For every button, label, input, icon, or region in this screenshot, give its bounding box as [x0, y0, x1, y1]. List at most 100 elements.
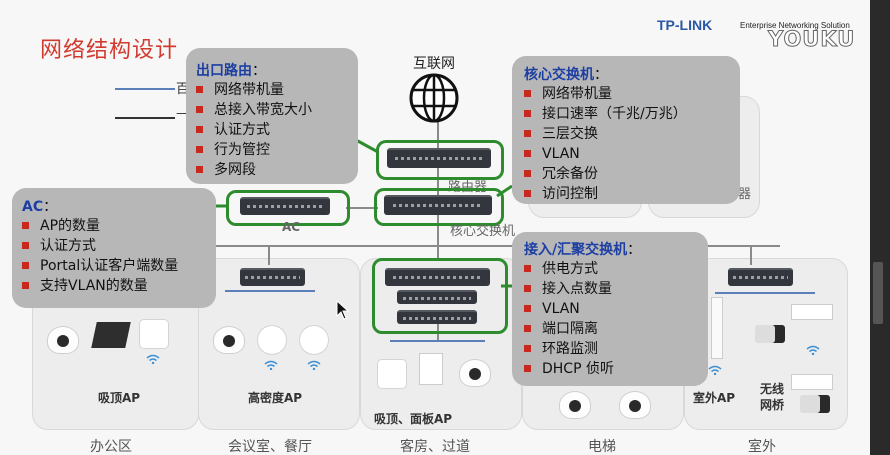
callout-router-list: 网络带机量 总接入带宽大小 认证方式 行为管控 多网段 — [196, 80, 358, 180]
bridge-1-icon — [792, 305, 832, 319]
list-item: 接口速率（千兆/万兆） — [524, 104, 740, 124]
internet-label: 互联网 — [413, 56, 455, 72]
meeting-blue-bus — [225, 290, 315, 292]
list-item: AP的数量 — [22, 216, 216, 236]
outdoor-camera-1-icon — [755, 325, 785, 343]
callout-ac-list: AP的数量 认证方式 Portal认证客户端数量 支持VLAN的数量 — [22, 216, 216, 296]
right-top-device-label: 器 — [738, 187, 752, 202]
zone-label-office: 办公区 — [90, 439, 132, 455]
outdoor-blue-bus — [715, 292, 815, 294]
meeting-ap-2-icon — [300, 326, 328, 354]
access-switch-1 — [385, 268, 490, 286]
legend-text-2: — — [176, 106, 189, 121]
list-item: 冗余备份 — [524, 164, 740, 184]
access-switch-3 — [397, 310, 477, 324]
list-item: 环路监测 — [524, 339, 708, 359]
callout-ac-heading: AC — [22, 199, 44, 215]
list-item: 三层交换 — [524, 124, 740, 144]
guest-blue-bus — [390, 340, 485, 342]
ac-highlight — [226, 190, 350, 226]
distribution-horizontal-link — [90, 245, 780, 247]
zone-label-elevator: 电梯 — [588, 439, 616, 455]
ac-label: AC — [282, 220, 301, 234]
zone-label-meeting: 会议室、餐厅 — [228, 439, 312, 455]
callout-core: 核心交换机： 网络带机量 接口速率（千兆/万兆） 三层交换 VLAN 冗余备份 … — [512, 56, 740, 204]
player-side-panel — [870, 0, 890, 455]
list-item: 端口隔离 — [524, 319, 708, 339]
outdoor-switch — [728, 268, 793, 286]
meeting-camera-icon — [214, 327, 244, 353]
list-item: 供电方式 — [524, 259, 708, 279]
outdoor-drop — [750, 245, 752, 265]
legend-text-1: 百 — [176, 82, 190, 97]
connector-router — [355, 138, 379, 154]
list-item: 行为管控 — [196, 140, 358, 160]
router-highlight — [376, 140, 504, 180]
callout-router: 出口路由： 网络带机量 总接入带宽大小 认证方式 行为管控 多网段 — [186, 48, 358, 184]
core-switch-label: 核心交换机 — [450, 224, 516, 239]
callout-router-heading: 出口路由 — [196, 63, 252, 79]
access-switch-2 — [397, 290, 477, 304]
list-item: 网络带机量 — [524, 84, 740, 104]
legend-line-blue — [115, 88, 175, 90]
brand-subtitle: Enterprise Networking Solution — [740, 21, 850, 30]
callout-access: 接入/汇聚交换机： 供电方式 接入点数量 VLAN 端口隔离 环路监测 DHCP… — [512, 232, 708, 386]
slide: 网络结构设计 TP-LINK Enterprise Networking Sol… — [0, 0, 870, 455]
office-camera-icon — [48, 327, 78, 353]
list-item: VLAN — [524, 299, 708, 319]
guest-panel-ap-icon — [420, 354, 442, 384]
router-device — [387, 148, 491, 168]
list-item: 接入点数量 — [524, 279, 708, 299]
callout-core-heading: 核心交换机 — [524, 67, 594, 83]
brand-logo: TP-LINK — [657, 17, 713, 33]
outdoor-ap-icon — [712, 298, 722, 358]
callout-router-colon: ： — [252, 63, 266, 79]
core-switch-device — [384, 195, 492, 215]
list-item: 网络带机量 — [196, 80, 358, 100]
zone-label-outdoor: 室外 — [748, 439, 776, 455]
bridge-label-1: 无线 — [760, 382, 785, 396]
outdoor-ap-label: 室外AP — [693, 391, 736, 405]
ac-device — [240, 197, 330, 215]
elevator-camera-2-icon — [620, 392, 650, 418]
meeting-ap-label: 高密度AP — [248, 391, 303, 405]
guest-ap-label: 吸顶、面板AP — [374, 412, 453, 426]
meeting-ap-1-icon — [258, 326, 286, 354]
callout-access-heading: 接入/汇聚交换机 — [524, 242, 628, 258]
scrollbar-thumb[interactable] — [873, 262, 883, 324]
list-item: 认证方式 — [196, 120, 358, 140]
wifi-icon — [708, 365, 722, 375]
bridge-2-icon — [792, 375, 832, 389]
list-item: DHCP 侦听 — [524, 359, 708, 379]
page-title: 网络结构设计 — [40, 38, 179, 63]
callout-access-colon: ： — [627, 242, 642, 258]
guest-camera-icon — [460, 360, 490, 386]
office-ap-label: 吸顶AP — [98, 391, 141, 405]
list-item: Portal认证客户端数量 — [22, 256, 216, 276]
wifi-icon — [806, 345, 820, 355]
core-switch-highlight — [374, 188, 504, 226]
callout-connectors — [216, 138, 513, 288]
callout-ac-colon: ： — [43, 199, 58, 215]
internet-globe-icon — [408, 72, 460, 124]
list-item: 多网段 — [196, 160, 358, 180]
wifi-icon — [264, 360, 278, 370]
guest-ceiling-ap-icon — [378, 360, 406, 388]
video-watermark: YOUKU — [767, 27, 856, 52]
access-switch-highlight — [372, 258, 508, 334]
wifi-icon — [146, 354, 160, 364]
mouse-cursor-icon — [336, 299, 350, 324]
zone-label-guest: 客房、过道 — [400, 439, 470, 455]
zone-guest — [360, 258, 522, 430]
callout-core-colon: ： — [594, 67, 608, 83]
office-ap-icon — [140, 320, 168, 348]
callout-access-list: 供电方式 接入点数量 VLAN 端口隔离 环路监测 DHCP 侦听 — [524, 259, 708, 379]
list-item: 支持VLAN的数量 — [22, 276, 216, 296]
list-item: 总接入带宽大小 — [196, 100, 358, 120]
router-label: 路由器 — [448, 180, 488, 195]
list-item: VLAN — [524, 144, 740, 164]
outdoor-camera-2-icon — [800, 395, 830, 413]
meeting-drop — [268, 245, 270, 265]
legend-line-dark — [115, 117, 175, 119]
connector-core — [496, 184, 513, 198]
